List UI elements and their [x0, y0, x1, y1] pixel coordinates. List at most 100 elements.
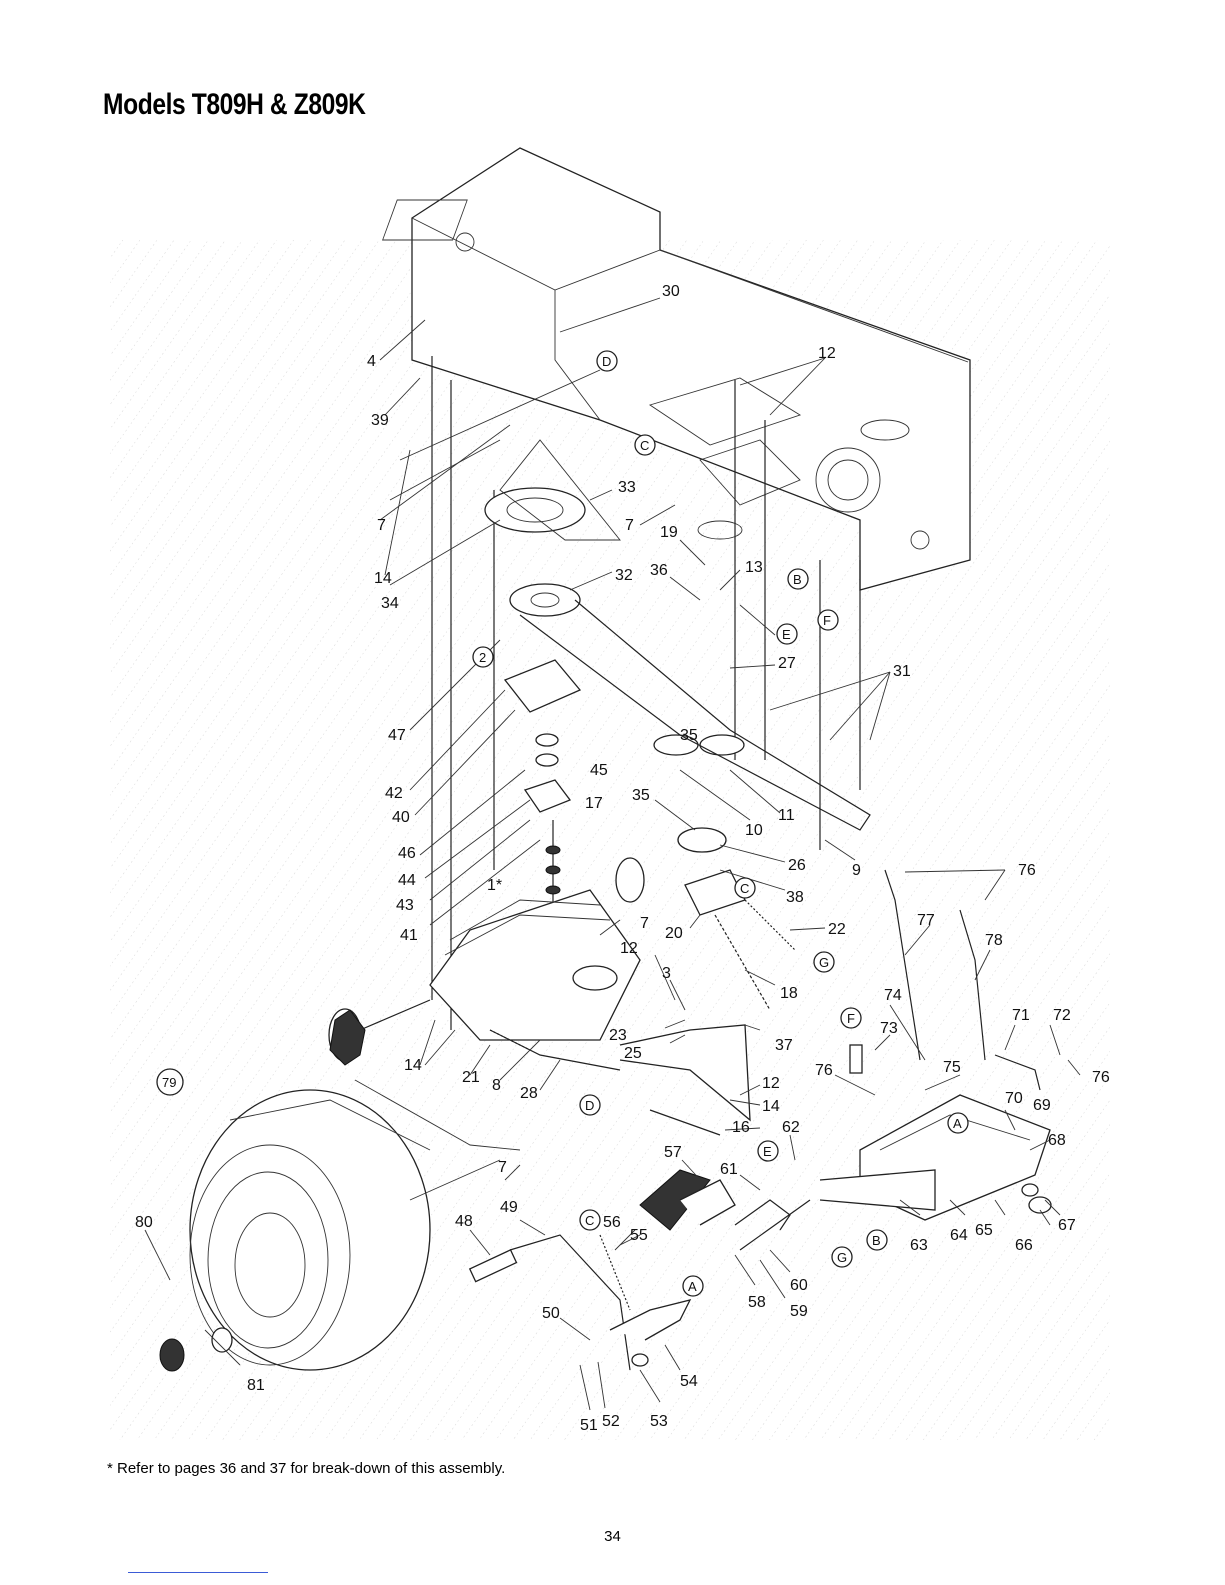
callout: 9 [852, 862, 861, 879]
svg-text:C: C [585, 1213, 594, 1228]
svg-text:G: G [819, 955, 829, 970]
callout: 70 [1005, 1090, 1023, 1107]
callout: 10 [745, 822, 763, 839]
callout: 12 [762, 1075, 780, 1092]
callout: 41 [400, 927, 418, 944]
svg-text:E: E [763, 1144, 772, 1159]
callout-labels: 30 4 39 7 14 34 33 7 12 19 36 13 32 2 9 2… [135, 283, 1110, 1434]
circled-ref: C [579, 1209, 601, 1231]
callout: 7 [377, 517, 386, 534]
frame-chassis [382, 147, 971, 591]
circled-ref: A [947, 1112, 969, 1134]
circled-ref: E [776, 623, 798, 645]
callout: 81 [247, 1377, 265, 1394]
callout: 14 [404, 1057, 422, 1074]
svg-text:D: D [585, 1098, 594, 1113]
callout: 32 [615, 567, 633, 584]
callout: 48 [455, 1213, 473, 1230]
callout: 73 [880, 1020, 898, 1037]
circled-ref: 2 [472, 646, 494, 668]
circled-ref: G [813, 951, 835, 973]
circled-ref: B [787, 568, 809, 590]
circled-ref: E [757, 1140, 779, 1162]
callout: 80 [135, 1214, 153, 1231]
footer-rule [128, 1572, 268, 1573]
callout: 76 [1092, 1069, 1110, 1086]
tension-bracket-springs [489, 869, 796, 1136]
callout: 50 [542, 1305, 560, 1322]
leader-lines [144, 297, 1081, 1411]
svg-text:B: B [872, 1233, 881, 1248]
callout: 49 [500, 1199, 518, 1216]
callout: 46 [398, 845, 416, 862]
callout: 7 [640, 915, 649, 932]
callout: 25 [624, 1045, 642, 1062]
callout: 77 [917, 912, 935, 929]
callout: 28 [520, 1085, 538, 1102]
callout: 12 [818, 345, 836, 362]
callout: 31 [893, 663, 911, 680]
pedal-linkage [819, 869, 1052, 1221]
callout: 40 [392, 809, 410, 826]
circled-ref: 79 [156, 1068, 184, 1096]
callout: 67 [1058, 1217, 1076, 1234]
guide-rods [431, 356, 861, 1030]
svg-text:79: 79 [162, 1075, 176, 1090]
callout: 58 [748, 1294, 766, 1311]
callout: 36 [650, 562, 668, 579]
rear-wheel [159, 1009, 521, 1372]
callout: 35 [680, 727, 698, 744]
callout: 51 [580, 1417, 598, 1434]
callout: 42 [385, 785, 403, 802]
callout: 64 [950, 1227, 968, 1244]
callout: 21 [462, 1069, 480, 1086]
circled-ref: F [840, 1007, 862, 1029]
callout: 27 [778, 655, 796, 672]
circled-ref: D [579, 1094, 601, 1116]
callout: 47 [388, 727, 406, 744]
callout: 17 [585, 795, 603, 812]
circled-ref: B [866, 1229, 888, 1251]
callout: 55 [630, 1227, 648, 1244]
callout: 12 [620, 940, 638, 957]
callout: 20 [665, 925, 683, 942]
callout: 33 [618, 479, 636, 496]
callout: 71 [1012, 1007, 1030, 1024]
callout: 66 [1015, 1237, 1033, 1254]
callout: 26 [788, 857, 806, 874]
circled-ref: C [734, 877, 756, 899]
callout: 39 [371, 412, 389, 429]
callout: 68 [1048, 1132, 1066, 1149]
callout: 1* [487, 877, 502, 894]
callout: 35 [632, 787, 650, 804]
callout: 75 [943, 1059, 961, 1076]
callout: 34 [381, 595, 399, 612]
svg-text:F: F [847, 1011, 855, 1026]
callout: 65 [975, 1222, 993, 1239]
callout: 52 [602, 1413, 620, 1430]
callout: 30 [662, 283, 680, 300]
svg-text:D: D [602, 354, 611, 369]
callout: 13 [745, 559, 763, 576]
callout: 23 [609, 1027, 627, 1044]
svg-text:G: G [837, 1250, 847, 1265]
svg-text:E: E [782, 627, 791, 642]
callout: 62 [782, 1119, 800, 1136]
callout: 7 [498, 1159, 507, 1176]
callout: 11 [778, 807, 795, 824]
callout: 37 [775, 1037, 793, 1054]
callout: 4 [367, 353, 376, 370]
svg-text:B: B [793, 572, 802, 587]
callout: 19 [660, 524, 678, 541]
callout: 76 [1018, 862, 1036, 879]
callout: 57 [664, 1144, 682, 1161]
brake-pedal-shift-lever [468, 1169, 811, 1371]
circled-ref: G [831, 1246, 853, 1268]
callout: 76 [815, 1062, 833, 1079]
callout: 56 [603, 1214, 621, 1231]
callout: 7 [625, 517, 634, 534]
callout: 61 [720, 1161, 738, 1178]
circled-references: D C B E F 2 C G F A D E C G B A 79 [156, 350, 969, 1297]
callout: 22 [828, 921, 846, 938]
